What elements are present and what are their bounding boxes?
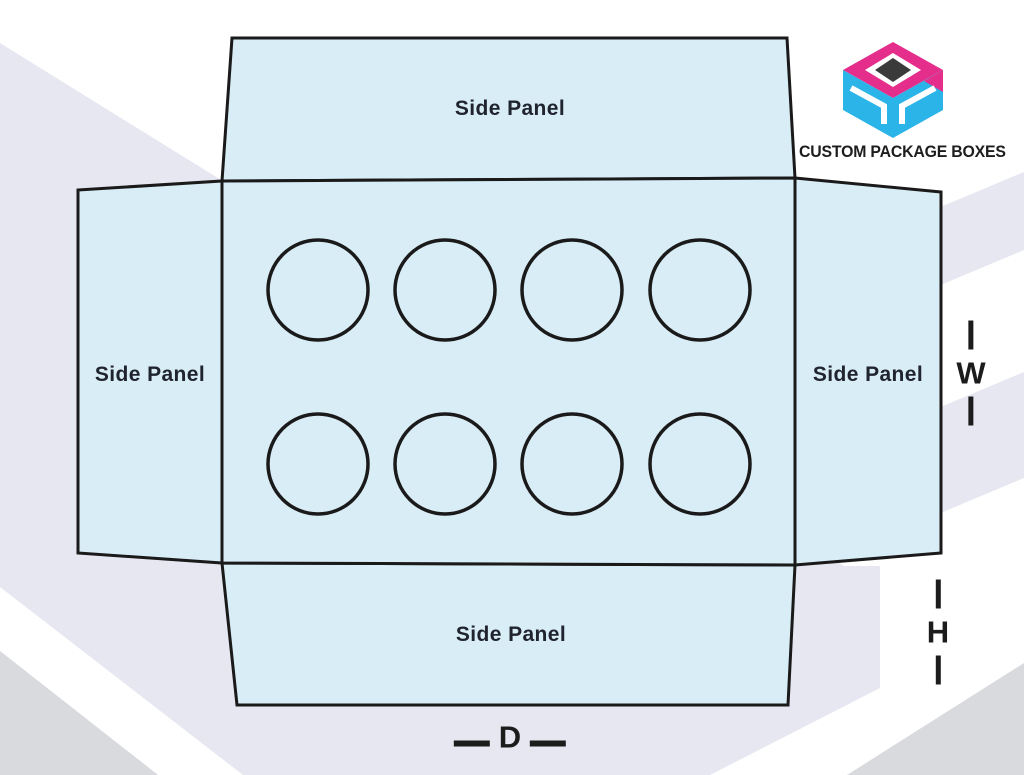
logo-right-face-cut bbox=[899, 85, 937, 124]
dieline bbox=[76, 36, 943, 707]
height-marker: H bbox=[926, 579, 950, 685]
depth-marker: D bbox=[453, 719, 567, 755]
dimension-tick bbox=[935, 579, 941, 609]
background-corner-bottom-right bbox=[847, 663, 1024, 775]
dimension-tick bbox=[453, 740, 490, 747]
dimension-tick bbox=[530, 740, 567, 747]
dimension-tick bbox=[968, 320, 974, 350]
panel-label-bottom: Side Panel bbox=[455, 623, 567, 646]
logo-top-face-dark-core bbox=[875, 58, 911, 82]
width-marker: W bbox=[956, 320, 986, 426]
logo-right-face-pink-notch bbox=[924, 70, 943, 92]
cavity-circle bbox=[266, 412, 370, 516]
depth-label: D bbox=[498, 719, 522, 755]
panel-label-top: Side Panel bbox=[454, 97, 566, 120]
panel-label-right: Side Panel bbox=[812, 363, 924, 386]
cavity-circle bbox=[648, 238, 752, 342]
logo-right-face bbox=[893, 70, 943, 138]
cavity-grid bbox=[266, 238, 752, 516]
brand-name: CUSTOM PACKAGE BOXES bbox=[799, 143, 1006, 161]
cavity-circle bbox=[266, 238, 370, 342]
custom-package-boxes-logo bbox=[843, 42, 943, 138]
background-corner-bottom-left bbox=[0, 651, 158, 775]
logo-left-face-cut bbox=[849, 85, 887, 124]
cavity-circle bbox=[520, 412, 624, 516]
cavity-circle bbox=[648, 412, 752, 516]
logo-left-face bbox=[843, 70, 893, 138]
cavity-circle bbox=[393, 412, 497, 516]
height-label: H bbox=[926, 614, 950, 650]
background-stripe-left bbox=[0, 587, 243, 775]
dimension-tick bbox=[935, 655, 941, 685]
dimension-tick bbox=[968, 396, 974, 426]
cavity-circle bbox=[520, 238, 624, 342]
cavity-circle bbox=[393, 238, 497, 342]
panel-label-left: Side Panel bbox=[94, 363, 206, 386]
width-label: W bbox=[956, 355, 986, 391]
panel-center bbox=[220, 176, 797, 567]
